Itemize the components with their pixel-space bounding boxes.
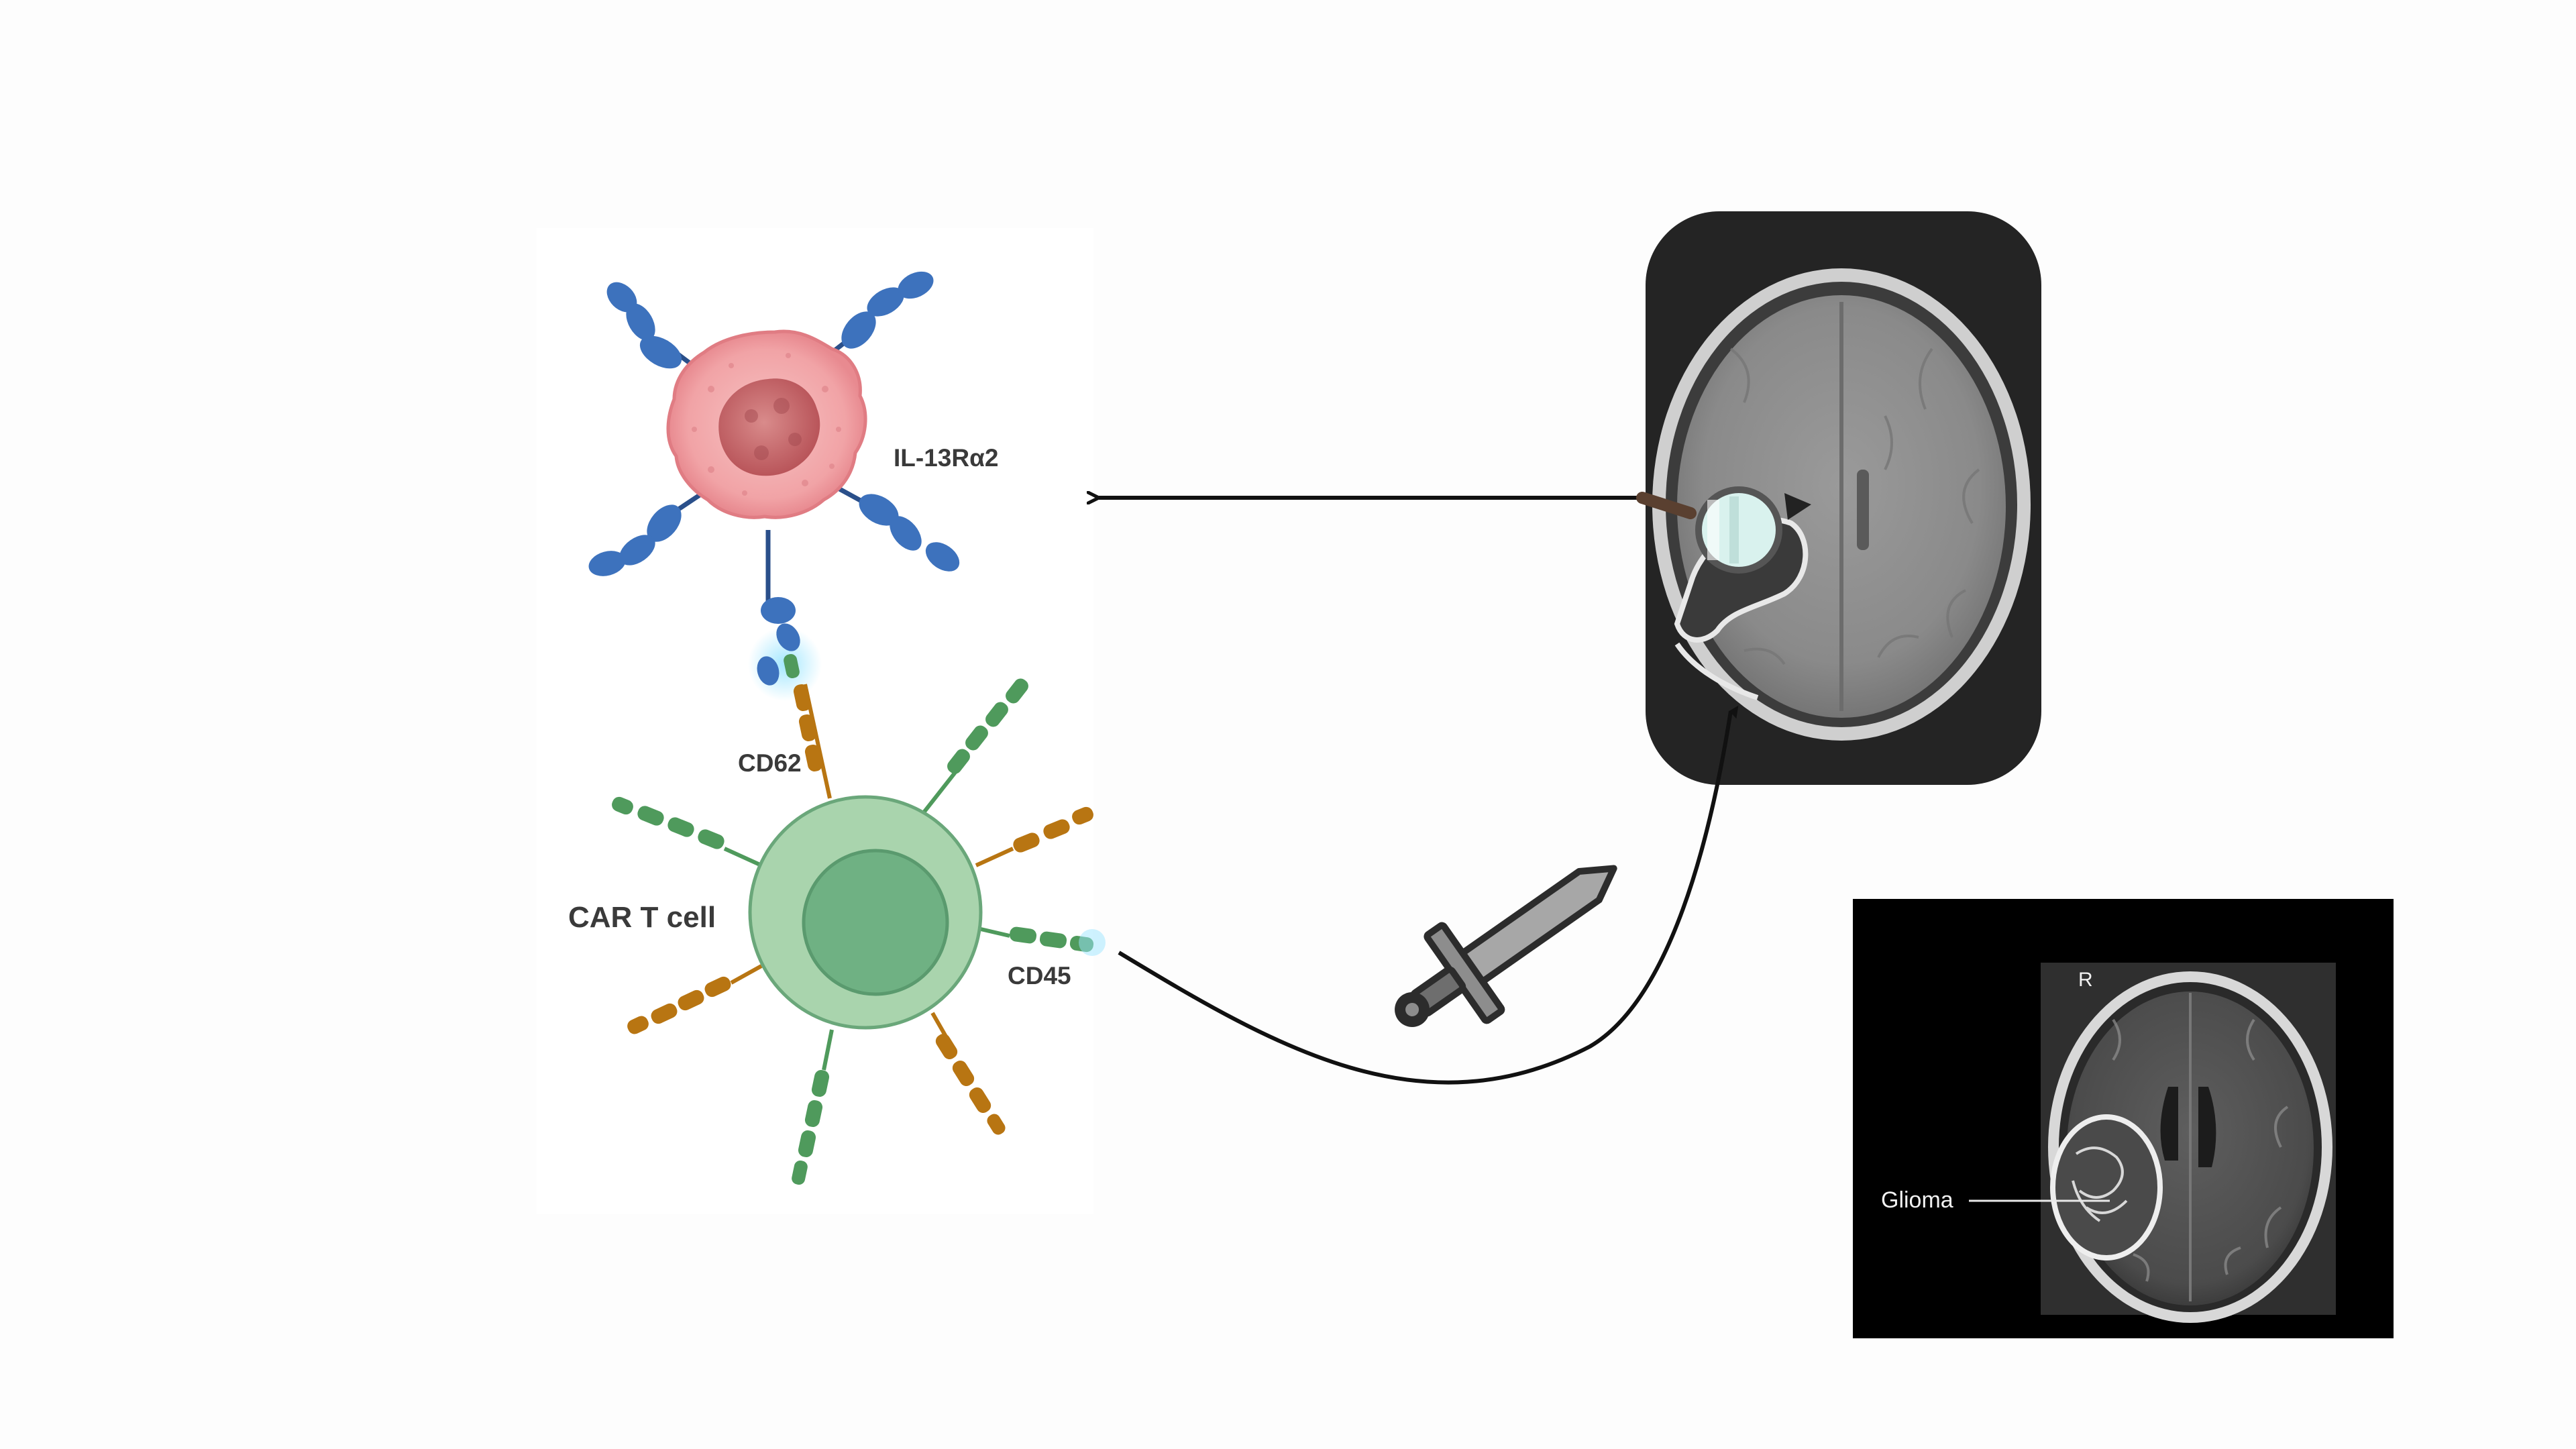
tumor-cell — [666, 329, 867, 519]
receptor — [588, 488, 709, 576]
cd45-stalk — [917, 678, 1028, 820]
sword-icon — [1395, 865, 1617, 1027]
receptor — [813, 271, 934, 368]
label-car-t-cell: CAR T cell — [568, 901, 716, 934]
cd62-stalk — [784, 653, 832, 799]
il13ra2-receptors — [588, 271, 960, 701]
cd45-stalk — [792, 1029, 834, 1185]
cd45-stalk — [612, 796, 763, 867]
glioma-mass — [2050, 1114, 2163, 1260]
cd62-stalk — [627, 964, 763, 1034]
car-t-cell — [748, 795, 983, 1030]
mri-card — [1636, 211, 2041, 785]
car-t-cell-receptors — [612, 653, 1106, 1185]
therapy-arrow — [1118, 705, 1739, 1085]
mri-inset: R Glioma — [1853, 899, 2394, 1338]
orientation-marker: R — [2078, 969, 2093, 991]
label-cd62: CD62 — [738, 749, 802, 777]
cd45-stalk — [980, 926, 1106, 956]
label-cd45: CD45 — [1008, 962, 1071, 989]
label-il13ra2: IL-13Rα2 — [894, 444, 998, 472]
magnifier-icon — [1636, 486, 1782, 574]
car-t-nucleus — [802, 849, 949, 996]
cd62-stalk — [930, 1012, 1006, 1135]
tumor-nucleus — [718, 378, 820, 476]
receptor — [827, 480, 960, 572]
glioma-label: Glioma — [1881, 1187, 1953, 1213]
receptor — [606, 282, 700, 371]
chromatin — [745, 398, 802, 460]
cd62-stalk — [975, 806, 1093, 867]
cytoplasm-granules — [692, 353, 841, 496]
pointer-icon — [1784, 493, 1811, 520]
